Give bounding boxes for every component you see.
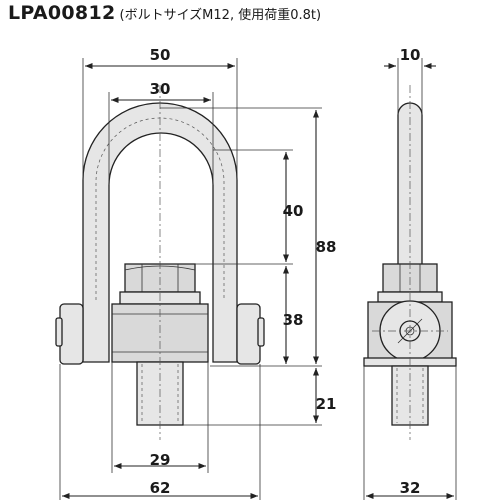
dim-inner-height: 40 — [283, 152, 304, 262]
dim-label-inner-height: 40 — [283, 202, 304, 220]
dim-outer-width: 50 — [82, 46, 238, 180]
dim-label-side-width: 32 — [400, 479, 421, 497]
dim-label-inner-width: 30 — [150, 80, 171, 98]
dim-side-thickness: 10 — [384, 46, 436, 115]
front-view — [55, 85, 265, 440]
side-view — [363, 85, 457, 440]
pin-right — [236, 303, 261, 365]
dim-label-side-thickness: 10 — [400, 46, 421, 64]
product-spec: (ボルトサイズM12, 使用荷重0.8t) — [119, 8, 322, 23]
dim-inner-width: 30 — [108, 80, 214, 185]
product-code: LPA00812 — [8, 2, 116, 24]
dim-label-thread-length: 21 — [316, 395, 337, 413]
dim-body-height: 38 — [283, 266, 304, 364]
dim-label-body-height: 38 — [283, 311, 304, 329]
dim-total-height: 88 — [312, 110, 337, 364]
dim-label-outer-width: 50 — [150, 46, 171, 64]
title-bar: LPA00812(ボルトサイズM12, 使用荷重0.8t) — [8, 2, 321, 28]
dim-label-thread-diameter: 29 — [150, 451, 171, 469]
dim-base-width: 62 — [59, 364, 261, 500]
dim-thread-diameter: 29 — [111, 362, 209, 473]
dim-side-width: 32 — [363, 366, 457, 500]
pin-left — [59, 303, 84, 365]
dim-label-base-width: 62 — [150, 479, 171, 497]
dim-thread-length: 21 — [312, 368, 337, 423]
dim-label-total-height: 88 — [316, 238, 337, 256]
